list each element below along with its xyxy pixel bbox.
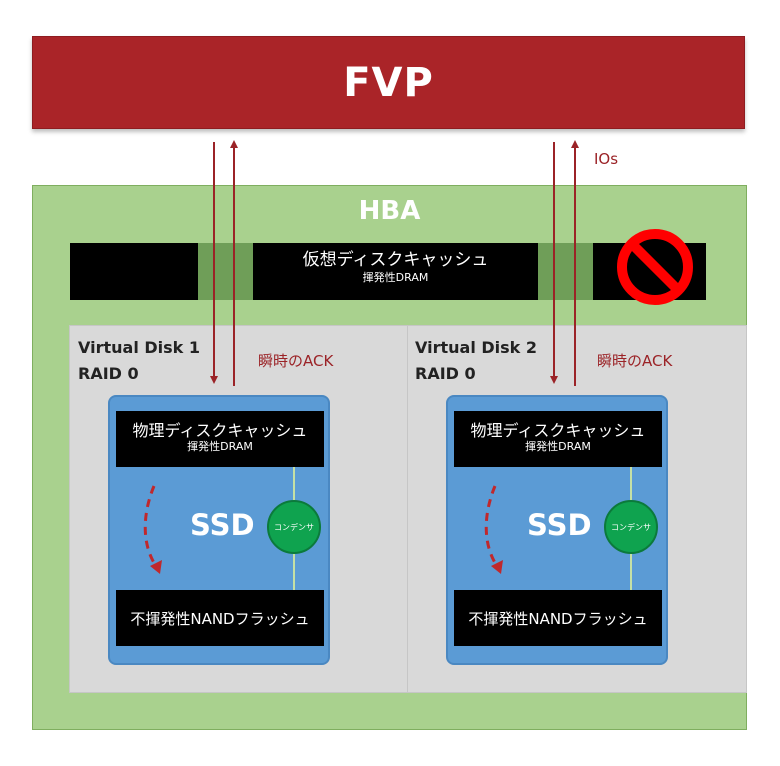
fvp-label: FVP — [343, 59, 434, 106]
hba-title: HBA — [358, 196, 421, 226]
cache-bar-gap — [198, 243, 253, 300]
ssd-1-dram-subtitle: 揮発性DRAM — [187, 440, 253, 453]
ssd-1-nand-flash: 不揮発性NANDフラッシュ — [116, 590, 324, 646]
virtual-disk-1-raid: RAID 0 — [78, 364, 139, 383]
ssd-2-label: SSD — [527, 508, 592, 542]
ssd-1-label: SSD — [190, 508, 255, 542]
prohibited-icon — [617, 229, 693, 305]
virtual-disk-2-name: Virtual Disk 2 — [415, 338, 537, 357]
virtual-disk-1-name: Virtual Disk 1 — [78, 338, 200, 357]
cache-bar-gap — [538, 243, 593, 300]
flush-arrowhead-1 — [150, 560, 162, 574]
virtual-disk-2-ack: 瞬時のACK — [597, 352, 673, 370]
virtual-disk-cache-label: 仮想ディスクキャッシュ 揮発性DRAM — [253, 250, 538, 286]
flush-arrow-1 — [143, 485, 158, 567]
ssd-2-dram-title: 物理ディスクキャッシュ — [470, 421, 646, 440]
virtual-disk-2-raid: RAID 0 — [415, 364, 476, 383]
virtual-disk-cache-subtitle: 揮発性DRAM — [362, 271, 429, 284]
flush-arrow-2 — [484, 485, 499, 567]
ssd-2-dram-cache: 物理ディスクキャッシュ 揮発性DRAM — [454, 411, 662, 467]
ios-label: IOs — [594, 150, 619, 168]
virtual-disk-1-ack: 瞬時のACK — [258, 352, 334, 370]
ssd-2-capacitor: コンデンサ — [604, 500, 658, 554]
virtual-disk-2-label: Virtual Disk 2 RAID 0 — [415, 335, 537, 387]
ssd-2-nand-flash: 不揮発性NANDフラッシュ — [454, 590, 662, 646]
fvp-bar: FVP — [32, 36, 745, 129]
ssd-2-dram-subtitle: 揮発性DRAM — [525, 440, 591, 453]
ssd-1-capacitor: コンデンサ — [267, 500, 321, 554]
virtual-disk-cache-title: 仮想ディスクキャッシュ — [302, 250, 489, 270]
virtual-disk-1-label: Virtual Disk 1 RAID 0 — [78, 335, 200, 387]
ssd-1-dram-cache: 物理ディスクキャッシュ 揮発性DRAM — [116, 411, 324, 467]
ssd-1-dram-title: 物理ディスクキャッシュ — [132, 421, 308, 440]
flush-arrowhead-2 — [491, 560, 503, 574]
virtual-disk-cache-bar — [70, 243, 706, 300]
